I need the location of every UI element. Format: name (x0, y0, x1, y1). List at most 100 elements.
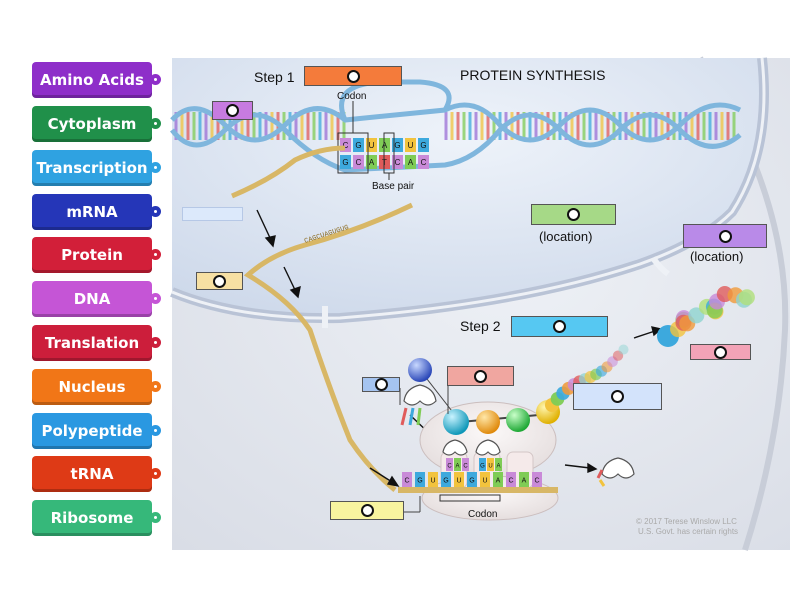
base-letter: C (508, 478, 513, 485)
drop-zone-polypeptide[interactable] (573, 383, 662, 410)
drop-zone-trna[interactable] (362, 377, 400, 392)
base-letter: U (456, 478, 461, 485)
base-tile (454, 458, 461, 471)
connector-dot[interactable] (150, 249, 161, 260)
drop-zone-step2[interactable] (511, 316, 608, 337)
base-tile (441, 472, 451, 487)
connector-dot[interactable] (150, 337, 161, 348)
base-letter: T (382, 158, 387, 167)
base-tile (418, 155, 429, 169)
connector-dot[interactable] (150, 468, 161, 479)
base-tile (366, 138, 377, 152)
drop-zone-nucleus-location[interactable] (531, 204, 616, 225)
base-letter: C (447, 464, 452, 470)
drop-zone-dna[interactable] (212, 101, 253, 120)
connector-dot[interactable] (150, 74, 161, 85)
base-letter: C (395, 158, 401, 167)
connector-dot[interactable] (150, 381, 161, 392)
drop-target-icon (718, 229, 732, 243)
drop-zone-ribosome[interactable] (330, 501, 404, 520)
connector-dot[interactable] (150, 512, 161, 523)
base-tile (405, 138, 416, 152)
base-letter: G (480, 464, 485, 470)
base-tile (402, 472, 412, 487)
word-tile-label: Transcription (36, 159, 148, 177)
connector-dot[interactable] (150, 162, 161, 173)
polypeptide-chain (545, 344, 629, 412)
drop-target-icon (553, 320, 566, 333)
word-tile[interactable]: mRNA (32, 194, 161, 230)
drop-zone-transcription-blank[interactable] (182, 207, 243, 221)
word-tile-label: tRNA (70, 465, 114, 483)
folded-protein (657, 286, 755, 347)
connector-dot[interactable] (150, 293, 161, 304)
drop-zone-cytoplasm-location[interactable] (683, 224, 767, 248)
drop-zone-step1[interactable] (304, 66, 402, 86)
drop-zone-amino-acids[interactable] (447, 366, 514, 386)
base-letter: A (496, 478, 501, 485)
base-tile (454, 472, 464, 487)
drop-target-icon (714, 345, 727, 359)
base-letter: A (369, 158, 375, 167)
drop-target-icon (346, 69, 360, 83)
drop-zone-mrna[interactable] (196, 272, 243, 290)
chain-bead (618, 344, 629, 355)
word-tile[interactable]: DNA (32, 281, 161, 317)
word-tile[interactable]: Polypeptide (32, 413, 161, 449)
word-tile[interactable]: Translation (32, 325, 161, 361)
word-tile-label: mRNA (66, 203, 118, 221)
base-tile (506, 472, 516, 487)
base-tile (353, 155, 364, 169)
codon-label-bottom: Codon (468, 509, 497, 520)
base-tile (418, 138, 429, 152)
word-tile-label: Polypeptide (41, 422, 143, 440)
connector-dot[interactable] (150, 425, 161, 436)
base-letter: G (443, 478, 448, 485)
trna-stems (400, 407, 606, 487)
word-tile[interactable]: Nucleus (32, 369, 161, 405)
base-tile (392, 138, 403, 152)
connector-dot[interactable] (150, 206, 161, 217)
base-letter: U (408, 141, 414, 150)
word-tile-label: Nucleus (58, 378, 126, 396)
amino-acid-blue (408, 358, 432, 382)
word-tile[interactable]: Amino Acids (32, 62, 161, 98)
base-tile (487, 458, 494, 471)
base-tile (392, 155, 403, 169)
base-letter: G (417, 478, 422, 485)
word-tile[interactable]: Ribosome (32, 500, 161, 536)
base-letter: U (430, 478, 435, 485)
word-tile[interactable]: Cytoplasm (32, 106, 161, 142)
amino-acid-teal (443, 409, 469, 435)
word-tile[interactable]: Protein (32, 237, 161, 273)
dna-backbone-1 (170, 102, 742, 143)
base-tile (519, 472, 529, 487)
word-tile[interactable]: tRNA (32, 456, 161, 492)
credit-line-1: © 2017 Terese Winslow LLC (636, 517, 737, 526)
base-letter: C (421, 158, 427, 167)
connector-dot[interactable] (150, 118, 161, 129)
protein-bead (738, 289, 755, 306)
nuclear-pore (650, 256, 670, 277)
drop-target-icon (226, 104, 239, 117)
base-letter: G (469, 478, 474, 485)
base-letter: C (343, 141, 349, 150)
base-letter: A (522, 478, 527, 485)
word-tile-label: Ribosome (50, 509, 134, 527)
word-tile[interactable]: Transcription (32, 150, 161, 186)
word-tile-label: Protein (61, 246, 123, 264)
word-tile-label: Translation (44, 334, 140, 352)
drop-target-icon (474, 369, 487, 383)
codon-bracket-bottom (439, 494, 501, 502)
diagram-title: PROTEIN SYNTHESIS (460, 67, 605, 83)
base-tile (366, 155, 377, 169)
base-tile (428, 472, 438, 487)
base-tile (493, 472, 503, 487)
base-letter: A (496, 464, 500, 470)
location-label-1: (location) (539, 229, 592, 244)
base-tile (480, 472, 490, 487)
drop-target-icon (374, 378, 388, 391)
drop-zone-protein[interactable] (690, 344, 751, 360)
base-tile (340, 138, 351, 152)
base-letter: U (369, 141, 375, 150)
